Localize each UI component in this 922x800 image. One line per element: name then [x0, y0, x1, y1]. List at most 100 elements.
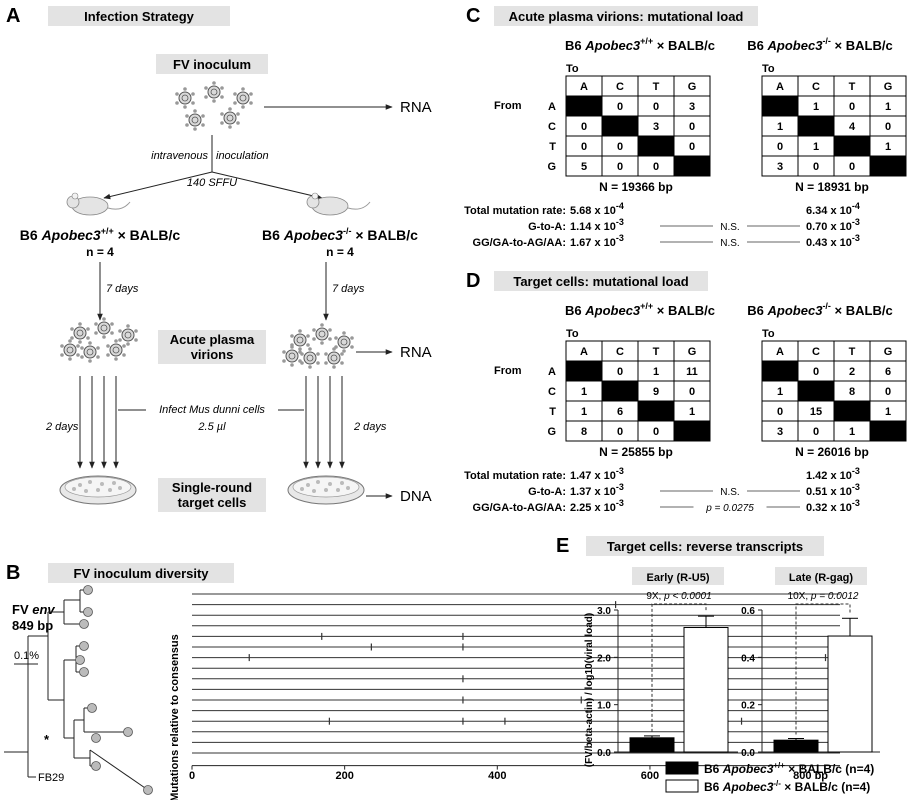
matrix-value: 6 — [885, 366, 891, 378]
matrix-value: 1 — [777, 121, 783, 133]
stat-right: 0.32 x 10-3 — [806, 498, 860, 514]
tree-tip — [75, 655, 85, 665]
e-ytick-label: 0.2 — [741, 701, 755, 712]
matrix-value: 0 — [653, 161, 659, 173]
matrix-col-G: G — [884, 81, 893, 93]
matrix-col-C: C — [616, 81, 624, 93]
matrix-col-A: A — [776, 346, 784, 358]
bar-+/+ — [629, 737, 675, 753]
tree-tip — [91, 761, 101, 771]
stat-left: 2.25 x 10-3 — [570, 498, 624, 514]
matrix-value: 1 — [581, 406, 587, 418]
matrix-cell — [673, 420, 711, 442]
matrix-value: 0 — [581, 141, 587, 153]
matrix-col-C: C — [812, 81, 820, 93]
iv-right: inoculation — [216, 150, 269, 162]
arrow-to-left-mouse — [103, 171, 213, 200]
matrix-value: 3 — [689, 101, 695, 113]
panel-d-title-box — [494, 271, 708, 291]
matrix-value: 2 — [849, 366, 855, 378]
matrix-cell — [565, 95, 603, 117]
panel-letter-d: D — [466, 270, 480, 292]
matrix-value: 0 — [653, 101, 659, 113]
days2-right: 2 days — [353, 421, 387, 433]
matrix-value: 11 — [686, 366, 698, 378]
matrix-value: 0 — [689, 386, 695, 398]
single-line2: target cells — [178, 495, 247, 510]
matrix-value: 1 — [885, 101, 891, 113]
mutation-plot — [191, 593, 840, 770]
mut-xticks: 0 200 400 600 800 bp — [189, 770, 828, 782]
dna-label: DNA — [400, 488, 432, 505]
matrix-value: 0 — [813, 366, 819, 378]
stat-left: 1.14 x 10-3 — [570, 217, 624, 233]
d-right-to: To — [762, 328, 775, 340]
env-label: FV env — [12, 602, 55, 617]
c-left-n: N = 19366 bp — [599, 180, 673, 194]
tree-tip — [83, 585, 93, 595]
env-bp: 849 bp — [12, 618, 53, 633]
matrix-col-T: T — [849, 81, 856, 93]
panel-c-title: Acute plasma virions: mutational load — [509, 9, 744, 24]
e-ytick-label: 0.0 — [741, 748, 755, 759]
matrix-cell — [637, 400, 675, 422]
tree-star: * — [44, 732, 50, 747]
bar--/- — [683, 627, 729, 753]
plasma-virions-right — [281, 322, 355, 370]
c-right-n: N = 18931 bp — [795, 180, 869, 194]
panel-e-bar-charts: Early (R-U5)0.01.02.03.09X, p < 0.0001La… — [597, 567, 880, 759]
matrix-value: 0 — [849, 101, 855, 113]
days7-right: 7 days — [332, 283, 365, 295]
matrix-value: 0 — [777, 141, 783, 153]
c-from: From — [494, 100, 522, 112]
e-legend: B6 Apobec3+/+ × BALB/c (n=4) B6 Apobec3-… — [665, 761, 874, 794]
matrix-row-A: A — [548, 366, 556, 378]
single-line1: Single-round — [172, 480, 252, 495]
dish-left-icon — [59, 475, 137, 505]
phylogenetic-tree — [4, 585, 153, 795]
e-ytick-label: 1.0 — [597, 701, 611, 712]
e-ytick-label: 2.0 — [597, 653, 611, 664]
matrix-value: 0 — [581, 121, 587, 133]
d-from: From — [494, 365, 522, 377]
matrix-col-A: A — [580, 81, 588, 93]
matrix-col-A: A — [776, 81, 784, 93]
stat-left: 1.47 x 10-3 — [570, 466, 624, 482]
matrix-col-G: G — [688, 81, 697, 93]
mouse-right-label: B6 Apobec3-/- × BALB/c — [262, 226, 418, 243]
matrix-value: 0 — [653, 426, 659, 438]
c-left-to: To — [566, 63, 579, 75]
panel-b-title-box — [48, 563, 234, 583]
infect-line2: 2.5 µl — [197, 421, 226, 433]
bar--/- — [827, 635, 873, 753]
d-left-to: To — [566, 328, 579, 340]
matrix-row-T: T — [549, 406, 556, 418]
stat-label: Total mutation rate: — [464, 205, 566, 217]
e-ytick-label: 0.4 — [741, 653, 755, 664]
mut-ylabel: Mutations relative to consensus — [169, 634, 181, 800]
matrix-col-A: A — [580, 346, 588, 358]
e-ytick-label: 0.6 — [741, 606, 755, 617]
matrix-cell — [833, 135, 871, 157]
matrix-row-G: G — [547, 161, 556, 173]
e-annotation-bracket — [651, 603, 707, 732]
matrix-cell — [761, 95, 799, 117]
dose-label: 140 SFFU — [187, 177, 237, 189]
stat-significance: p = 0.0275 — [705, 503, 754, 514]
c-left-title: B6 Apobec3+/+ × BALB/c — [565, 36, 715, 53]
matrix-value: 8 — [849, 386, 855, 398]
bar-+/+ — [773, 739, 819, 753]
plasma-virions-left — [59, 316, 139, 364]
matrix-cell — [869, 155, 907, 177]
matrix-value: 0 — [813, 426, 819, 438]
n-left: n = 4 — [86, 245, 114, 259]
matrix-value: 1 — [813, 101, 819, 113]
stat-label: G-to-A: — [528, 221, 566, 233]
matrix-value: 15 — [810, 406, 822, 418]
tree-tip — [123, 727, 133, 737]
matrix-col-T: T — [849, 346, 856, 358]
mouse-left-label: B6 Apobec3+/+ × BALB/c — [20, 226, 181, 243]
c-right-to: To — [762, 63, 775, 75]
